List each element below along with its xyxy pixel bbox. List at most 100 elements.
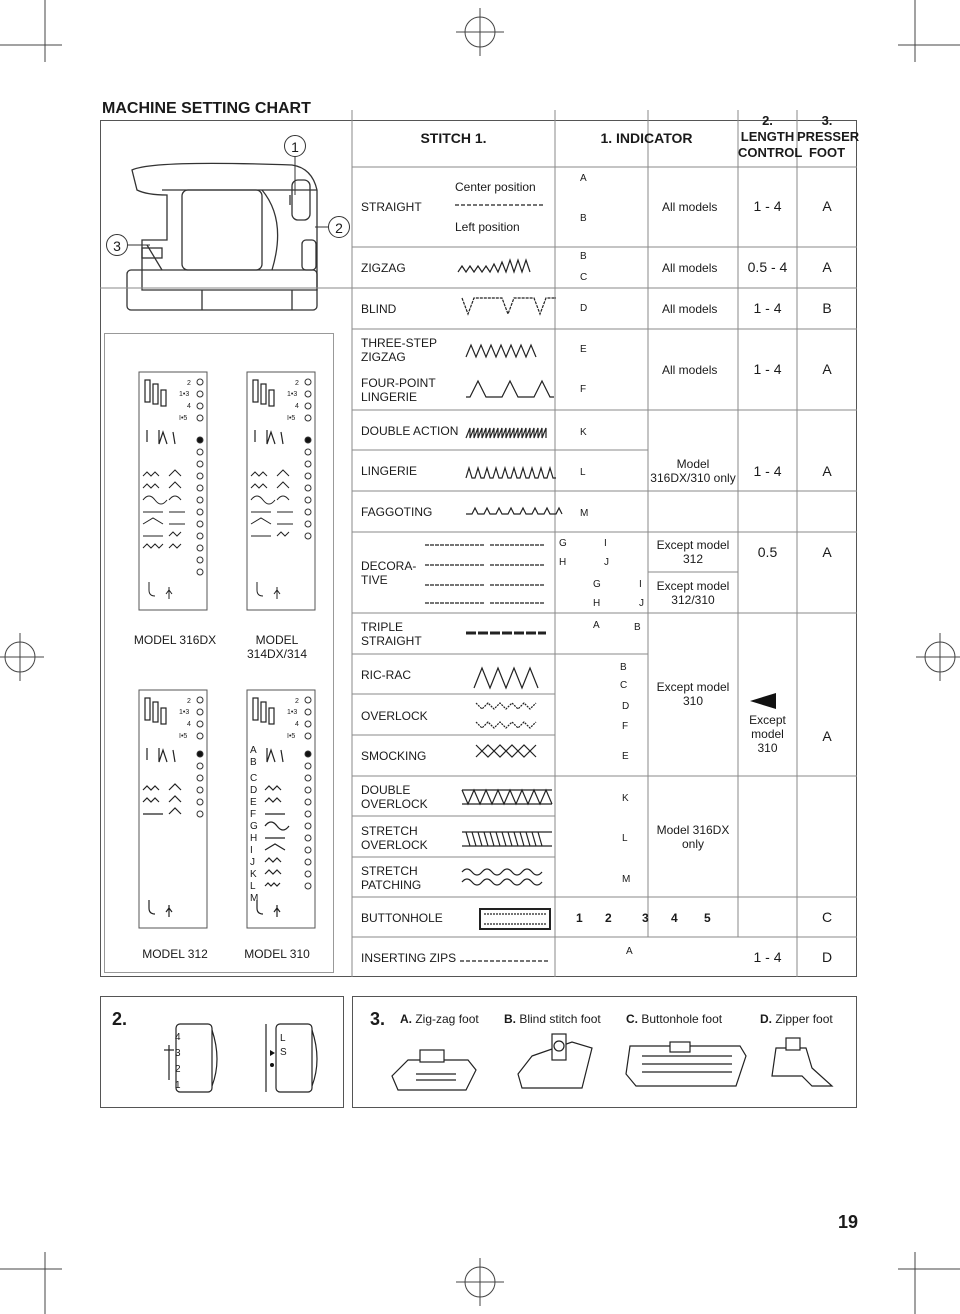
row-straight-ind-a: A bbox=[580, 173, 587, 184]
row-four-point-length: 1 - 4 bbox=[753, 361, 782, 377]
section-2-label: 2. bbox=[112, 1009, 128, 1029]
row-decorative-ind-h2: H bbox=[593, 598, 601, 609]
model-316-label: MODEL 316DX bbox=[133, 633, 217, 647]
row-stretch-overlock-ind-l: L bbox=[622, 833, 628, 844]
foot-d-label: D. Zipper foot bbox=[760, 1012, 833, 1026]
callout-2: 2 bbox=[328, 216, 350, 238]
header-indicator: 1. INDICATOR bbox=[600, 130, 693, 146]
section-2-panel bbox=[100, 996, 344, 1108]
row-decorative-ind-i1: I bbox=[604, 538, 607, 549]
model-316-only: Model 316DX only bbox=[656, 823, 730, 851]
row-straight-foot: A bbox=[822, 198, 832, 214]
row-four-point-foot: A bbox=[822, 361, 832, 377]
svg-text:I•5: I•5 bbox=[287, 415, 295, 422]
panel-310-letters-dm: D E F G H I J K L M bbox=[250, 785, 259, 904]
svg-text:4: 4 bbox=[187, 403, 191, 410]
row-blind-models: All models bbox=[662, 302, 718, 316]
model-312-label: MODEL 312 bbox=[142, 947, 208, 961]
model-316-310-only: Model 316DX/310 only bbox=[650, 457, 736, 485]
callout-3: 3 bbox=[106, 234, 128, 256]
row-straight-ind-b: B bbox=[580, 213, 587, 224]
row-zips-foot: D bbox=[821, 949, 833, 965]
row-zigzag-ind-c: C bbox=[580, 272, 588, 283]
row-zigzag-ind-b: B bbox=[580, 251, 587, 262]
foot-a-label: A. Zig-zag foot bbox=[400, 1012, 479, 1026]
table-grid bbox=[100, 110, 857, 977]
row-stretch-patching-ind-m: M bbox=[622, 874, 631, 885]
except-model-310: Except model 310 bbox=[656, 680, 730, 708]
page-title: MACHINE SETTING CHART bbox=[102, 100, 311, 117]
svg-text:2: 2 bbox=[187, 698, 191, 705]
svg-text:2: 2 bbox=[295, 380, 299, 387]
row-blind-length: 1 - 4 bbox=[753, 300, 782, 316]
row-straight-models: All models bbox=[662, 200, 718, 214]
except-model-312: Except model 312 bbox=[656, 538, 730, 566]
row-stretch-patching-name: STRETCH PATCHING bbox=[361, 864, 422, 892]
center-position-label: Center position bbox=[455, 180, 536, 194]
row-decorative-foot: A bbox=[822, 544, 832, 560]
stretch-dial-icon bbox=[265, 1023, 318, 1093]
row-straight-name: STRAIGHT bbox=[361, 200, 422, 214]
row-decorative-ind-g2: G bbox=[593, 579, 601, 590]
row-triple-ind-a: A bbox=[593, 620, 600, 631]
callout-lines bbox=[128, 157, 328, 246]
header-length: 2. LENGTH CONTROL bbox=[738, 113, 803, 160]
row-three-step-ind-e: E bbox=[580, 344, 587, 355]
row-blind-ind-d: D bbox=[580, 303, 588, 314]
row-zigzag-length: 0.5 - 4 bbox=[747, 259, 788, 275]
foot-b-label: B. Blind stitch foot bbox=[504, 1012, 601, 1026]
row-zigzag-name: ZIGZAG bbox=[361, 261, 406, 275]
stitch-patterns bbox=[425, 204, 563, 962]
buttonhole-step-5: 5 bbox=[704, 911, 711, 925]
setting-chart bbox=[100, 120, 857, 977]
row-overlock-ind-d: D bbox=[622, 701, 630, 712]
buttonhole-step-2: 2 bbox=[605, 911, 612, 925]
row-buttonhole-foot: C bbox=[821, 909, 833, 925]
foot-c-label: C. Buttonhole foot bbox=[626, 1012, 723, 1026]
svg-text:1•3: 1•3 bbox=[287, 391, 297, 398]
row-four-point-name: FOUR-POINT LINGERIE bbox=[361, 376, 436, 404]
length-dial-icon bbox=[164, 1023, 218, 1093]
svg-text:1•3: 1•3 bbox=[287, 709, 297, 716]
buttonhole-step-1: 1 bbox=[576, 911, 583, 925]
row-buttonhole-name: BUTTONHOLE bbox=[361, 911, 443, 925]
row-decorative-ind-i2: I bbox=[639, 579, 642, 590]
row-triple-ind-b: B bbox=[634, 622, 641, 633]
row-faggoting-ind-m: M bbox=[580, 508, 589, 519]
svg-text:4: 4 bbox=[295, 721, 299, 728]
model-310-label: MODEL 310 bbox=[244, 947, 310, 961]
panel-310-letters-abc: A B C bbox=[250, 745, 258, 784]
presser-feet-illustration bbox=[391, 1033, 834, 1091]
callout-1: 1 bbox=[284, 135, 306, 157]
left-position-label: Left position bbox=[455, 220, 520, 234]
row-double-overlock-ind-k: K bbox=[622, 793, 629, 804]
left-arrow-icon bbox=[750, 693, 776, 709]
row-four-point-models: All models bbox=[662, 363, 718, 377]
row-blind-name: BLIND bbox=[361, 302, 397, 316]
svg-text:4: 4 bbox=[187, 721, 191, 728]
row-double-action-ind-k: K bbox=[580, 427, 587, 438]
row-lingerie-name: LINGERIE bbox=[361, 464, 418, 478]
model-314-label: MODEL 314DX/314 bbox=[246, 633, 308, 661]
row-triple-straight-name: TRIPLE STRAIGHT bbox=[361, 620, 422, 648]
row-smocking-ind-e: E bbox=[622, 751, 629, 762]
row-straight-length: 1 - 4 bbox=[753, 198, 782, 214]
row-zigzag-foot: A bbox=[822, 259, 832, 275]
length-dial-numbers: 4 3 2 1 bbox=[175, 1032, 181, 1091]
row-decorative-name: DECORA- TIVE bbox=[361, 559, 417, 587]
row-lingerie-ind-l: L bbox=[580, 467, 586, 478]
buttonhole-step-4: 4 bbox=[671, 911, 678, 925]
indicator-panel-310: 21•34I•5 bbox=[246, 689, 316, 929]
page-number: 19 bbox=[838, 1212, 859, 1232]
row-decorative-ind-j2: J bbox=[639, 598, 644, 609]
section-3-label: 3. bbox=[370, 1009, 386, 1029]
row-overlock-ind-f: F bbox=[622, 721, 629, 732]
row-overlock-foot: A bbox=[822, 728, 832, 744]
row-ric-rac-ind-b: B bbox=[620, 662, 627, 673]
indicator-panel-314: 21•34I•5 bbox=[246, 371, 316, 611]
row-decorative-ind-h1: H bbox=[559, 557, 567, 568]
row-double-overlock-name: DOUBLE OVERLOCK bbox=[361, 783, 428, 811]
row-zips-name: INSERTING ZIPS bbox=[361, 951, 457, 965]
row-ric-rac-ind-c: C bbox=[620, 680, 628, 691]
